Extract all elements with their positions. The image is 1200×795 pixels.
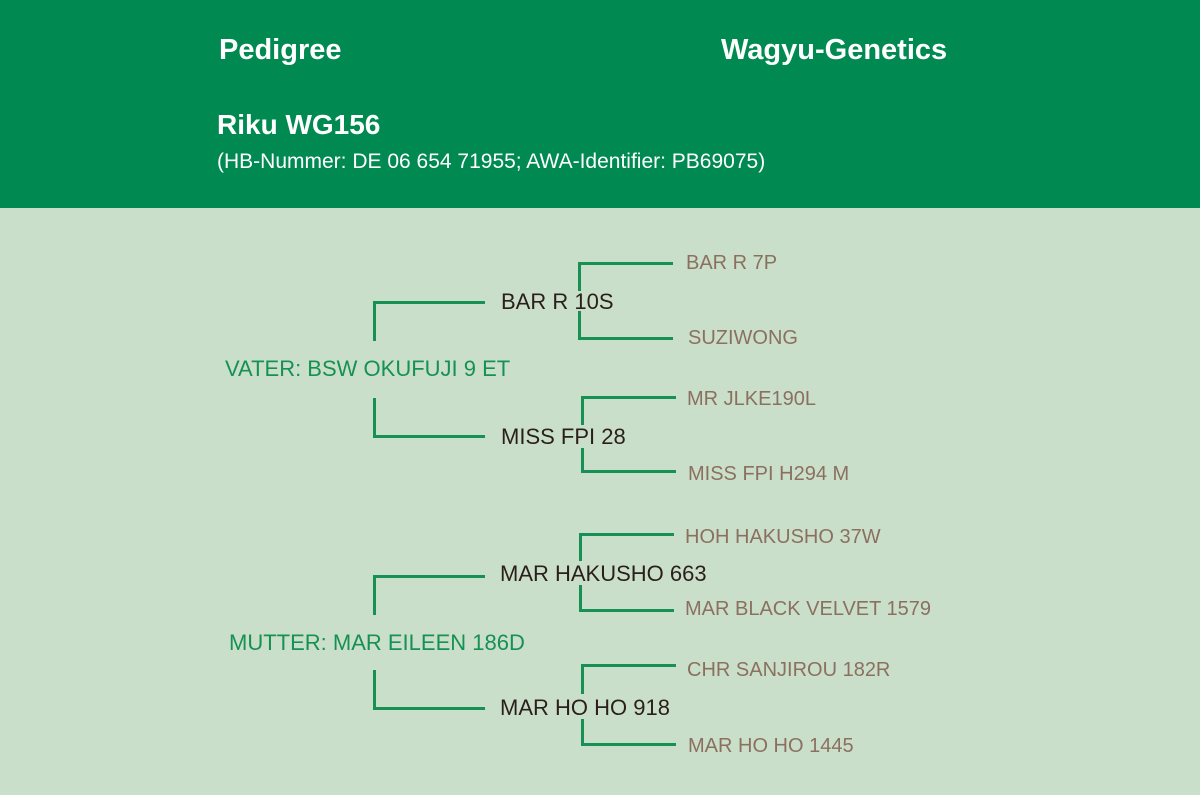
miss-fpi-28-upper-horizontal: [581, 396, 676, 399]
mar-hakusho-663-upper-vertical: [579, 533, 582, 561]
sire-label: VATER: BSW OKUFUJI 9 ET: [225, 356, 511, 381]
mar-hakusho-663-lower-horizontal: [579, 609, 674, 612]
sire-branch-lower-vertical: [373, 398, 376, 438]
great-granddam-3: MAR BLACK VELVET 1579: [685, 598, 932, 620]
sire-branch-lower-horizontal: [373, 435, 485, 438]
great-grandsire-2: MR JLKE190L: [687, 388, 816, 410]
great-granddam-1: SUZIWONG: [688, 327, 798, 349]
bar-r-10s-lower-horizontal: [578, 337, 673, 340]
mar-ho-ho-918-upper-vertical: [581, 664, 584, 694]
dam-branch-lower-vertical: [373, 670, 376, 710]
dam-branch-lower-horizontal: [373, 707, 485, 710]
mar-hakusho-663-upper-horizontal: [579, 533, 674, 536]
sire-branch-upper-horizontal: [373, 301, 485, 304]
mar-ho-ho-918-upper-horizontal: [581, 664, 676, 667]
miss-fpi-28-lower-vertical: [581, 448, 584, 473]
paternal-granddam: MISS FPI 28: [501, 424, 626, 449]
animal-identifiers: (HB-Nummer: DE 06 654 71955; AWA-Identif…: [217, 150, 766, 173]
dam-branch-upper-vertical: [373, 575, 376, 615]
header-banner: Pedigree Wagyu-Genetics Riku WG156 (HB-N…: [0, 0, 1200, 208]
great-granddam-4: MAR HO HO 1445: [688, 735, 854, 757]
animal-name: Riku WG156: [217, 109, 381, 140]
great-granddam-2: MISS FPI H294 M: [688, 463, 850, 485]
miss-fpi-28-lower-horizontal: [581, 470, 676, 473]
maternal-grandsire: MAR HAKUSHO 663: [500, 561, 707, 586]
dam-branch-upper-horizontal: [373, 575, 485, 578]
great-grandsire-1: BAR R 7P: [686, 252, 778, 274]
sire-branch-upper-vertical: [373, 301, 376, 341]
miss-fpi-28-upper-vertical: [581, 396, 584, 425]
bar-r-10s-upper-horizontal: [578, 262, 673, 265]
page-section-title: Pedigree: [219, 34, 342, 66]
mar-hakusho-663-lower-vertical: [579, 585, 582, 612]
great-grandsire-3: HOH HAKUSHO 37W: [685, 526, 881, 548]
maternal-granddam: MAR HO HO 918: [500, 695, 670, 720]
mar-ho-ho-918-lower-horizontal: [581, 743, 676, 746]
dam-label: MUTTER: MAR EILEEN 186D: [229, 630, 525, 655]
great-grandsire-4: CHR SANJIROU 182R: [687, 659, 891, 681]
bar-r-10s-upper-vertical: [578, 262, 581, 291]
paternal-grandsire: BAR R 10S: [501, 289, 614, 314]
bar-r-10s-lower-vertical: [578, 311, 581, 340]
mar-ho-ho-918-lower-vertical: [581, 719, 584, 746]
brand-name: Wagyu-Genetics: [721, 34, 948, 66]
